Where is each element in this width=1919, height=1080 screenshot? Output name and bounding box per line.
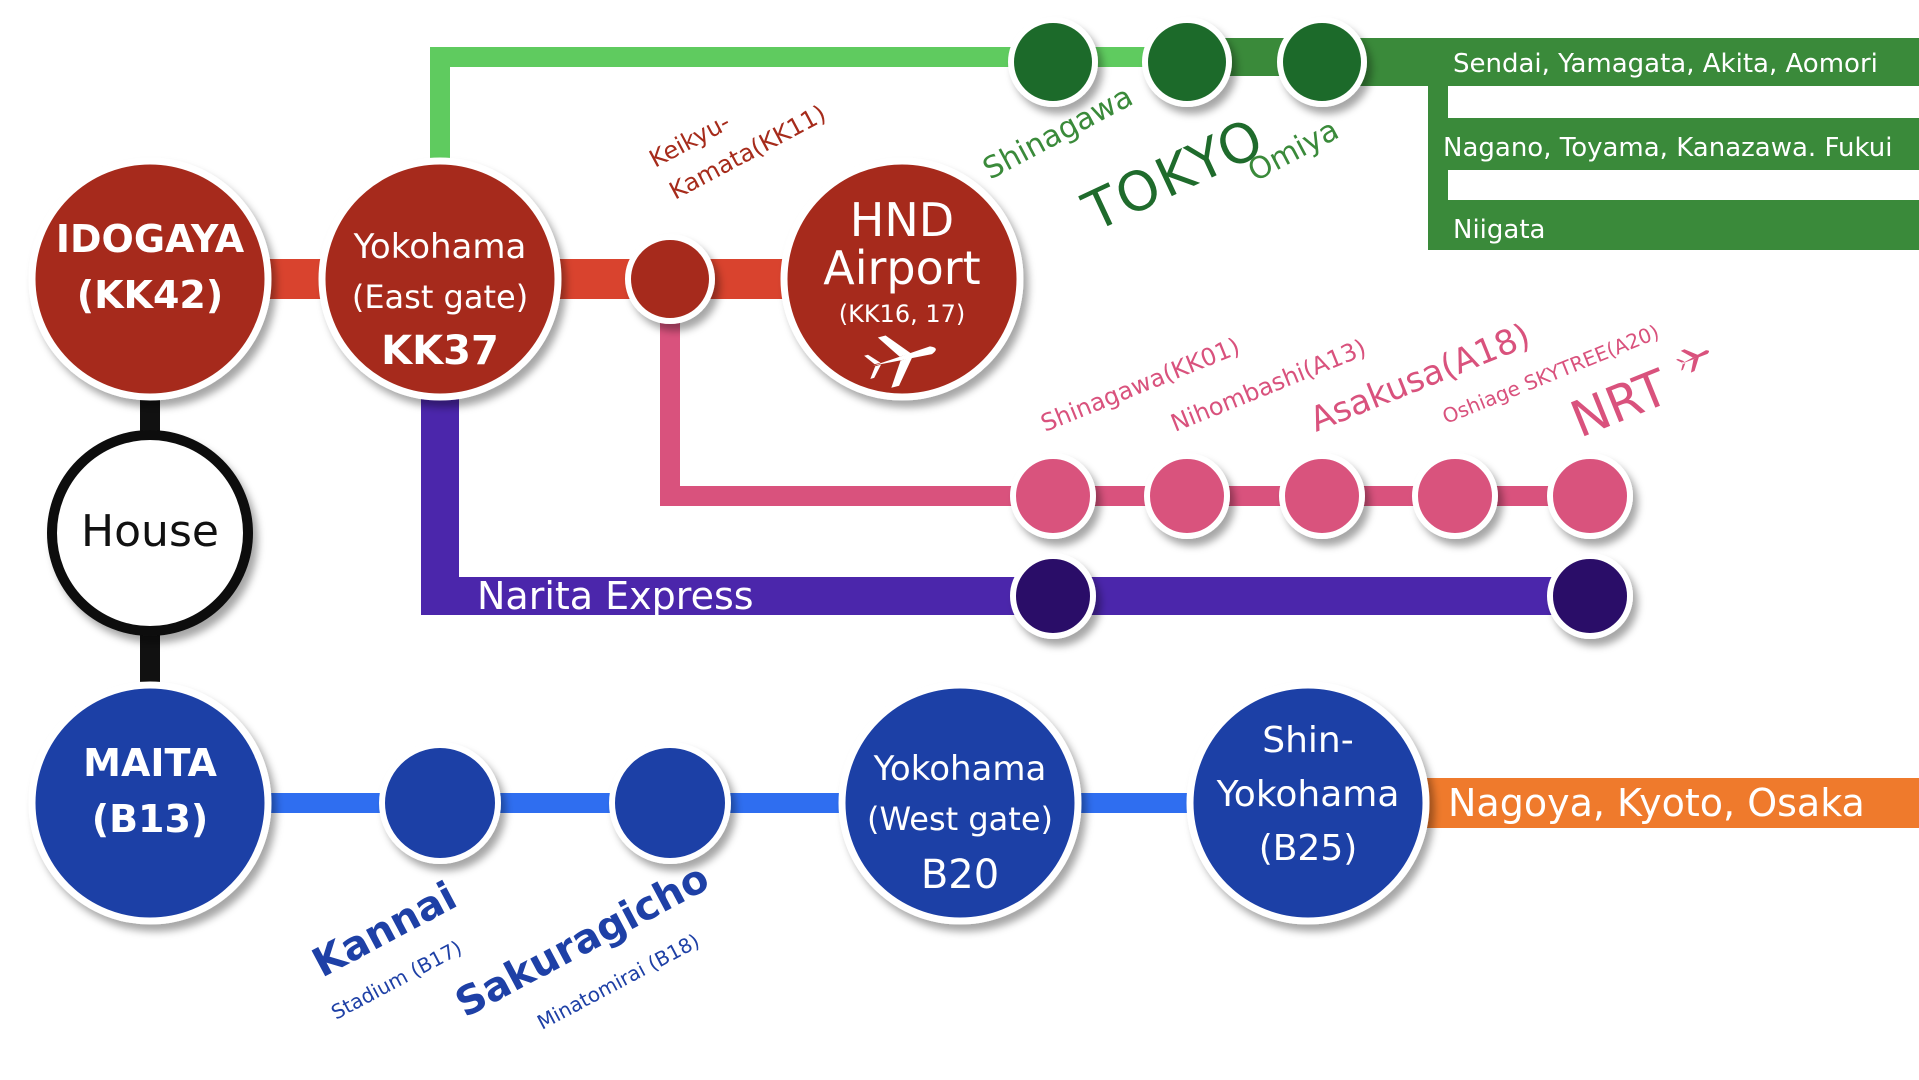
label-asakusa: Asakusa(A18) — [1304, 316, 1536, 441]
station-kannai — [379, 742, 501, 864]
hnd-airport: Airport — [823, 241, 980, 295]
maita-name: MAITA — [83, 741, 217, 785]
station-green-2 — [1142, 17, 1232, 107]
station-yokohama-west — [838, 681, 1082, 925]
station-green-1 — [1008, 17, 1098, 107]
shinkansen-branch-niigata — [1428, 200, 1919, 250]
yokohama-east-code: KK37 — [381, 328, 499, 374]
yokohama-east-name: Yokohama — [353, 227, 527, 267]
station-nex-shinagawa — [1010, 553, 1096, 639]
yokohama-west-gate: (West gate) — [867, 800, 1053, 838]
station-green-3 — [1277, 17, 1367, 107]
station-shinagawa-kk01 — [1010, 453, 1096, 539]
station-hnd-airport — [780, 157, 1024, 401]
station-sakuragicho — [609, 742, 731, 864]
station-idogaya — [28, 157, 272, 401]
shinkansen-trunk — [1350, 38, 1919, 86]
jr-line-green — [430, 47, 1225, 175]
shin-yokohama-code: (B25) — [1259, 828, 1358, 869]
airplane-small-icon — [1676, 349, 1710, 373]
hnd-name: HND — [850, 193, 954, 247]
station-nrt-pink — [1547, 453, 1633, 539]
station-keikyu-kamata — [625, 234, 715, 324]
hnd-code: (KK16, 17) — [839, 300, 966, 328]
station-shin-yokohama — [1186, 681, 1430, 925]
house-label: House — [81, 506, 219, 557]
label-narita-express: Narita Express — [477, 574, 754, 618]
station-house — [47, 430, 253, 636]
tokaido-shinkansen-line — [1380, 778, 1919, 828]
yokohama-east-gate: (East gate) — [352, 278, 528, 316]
dest-niigata: Niigata — [1453, 215, 1545, 245]
idogaya-name: IDOGAYA — [56, 217, 245, 261]
shinkansen-branch-nagano — [1440, 118, 1919, 170]
yokohama-west-name: Yokohama — [873, 749, 1047, 789]
idogaya-code: (KK42) — [77, 273, 224, 317]
station-yokohama-east — [318, 157, 562, 401]
label-omiya: Omiya — [1242, 112, 1344, 189]
station-oshiage — [1412, 453, 1498, 539]
yokohama-west-code: B20 — [921, 852, 999, 898]
dest-nagano: Nagano, Toyama, Kanazawa. Fukui — [1443, 133, 1892, 163]
dest-nagoya: Nagoya, Kyoto, Osaka — [1448, 781, 1865, 825]
shin-yokohama-name-2: Yokohama — [1216, 774, 1400, 815]
station-maita — [28, 681, 272, 925]
airplane-icon — [864, 335, 936, 388]
station-nihombashi — [1144, 453, 1230, 539]
narita-express-line — [421, 350, 1590, 615]
dest-sendai: Sendai, Yamagata, Akita, Aomori — [1453, 49, 1878, 79]
shin-yokohama-name-1: Shin- — [1262, 720, 1353, 761]
maita-code: (B13) — [92, 797, 209, 841]
station-asakusa — [1279, 453, 1365, 539]
station-nex-nrt — [1547, 553, 1633, 639]
